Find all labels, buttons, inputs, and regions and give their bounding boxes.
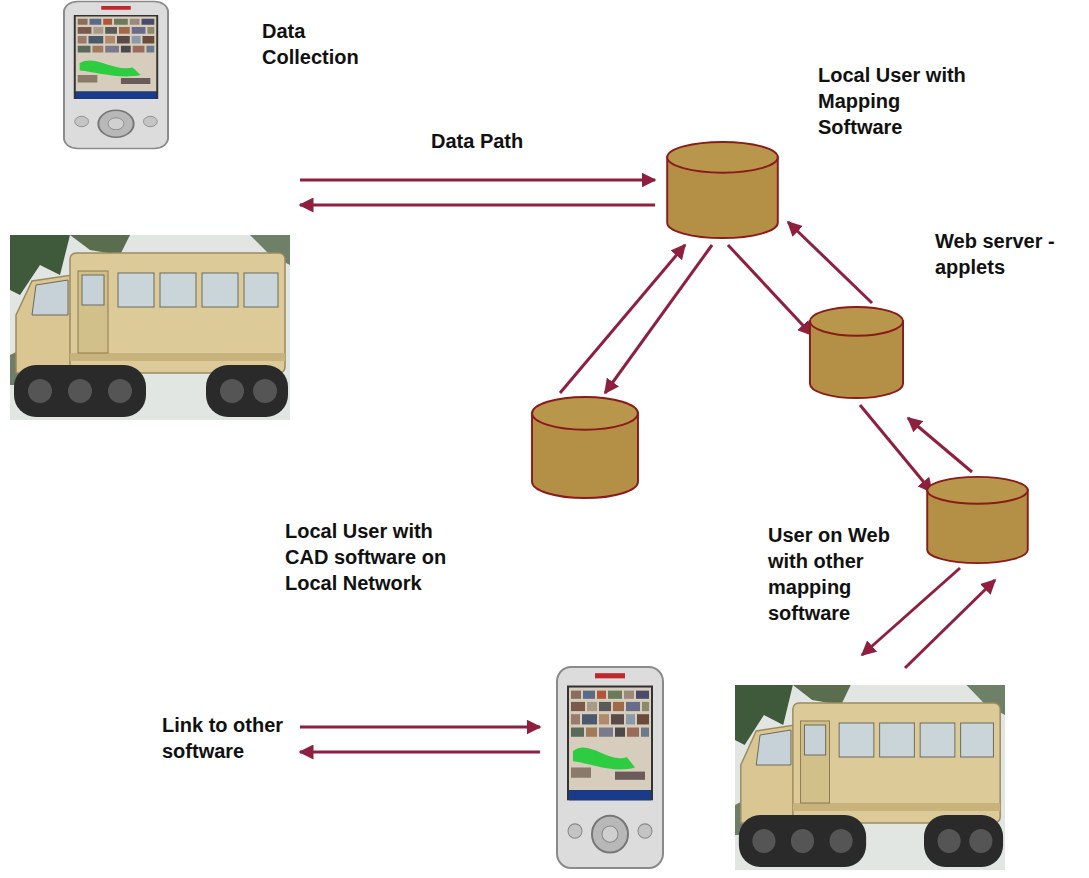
label-holder: Link to other software xyxy=(162,712,307,764)
database-cylinder: User on Web with other mapping software xyxy=(925,475,1030,565)
data-path-arrow xyxy=(300,204,655,207)
data-path-arrow xyxy=(860,405,932,492)
data-path-arrow xyxy=(728,245,812,335)
pda-device xyxy=(557,667,663,868)
edge-label: Data Path xyxy=(431,128,523,154)
node-label: Local User with Mapping Software xyxy=(818,62,990,140)
database-cylinder: Web server - applets xyxy=(808,305,905,400)
cylinder-outline xyxy=(925,475,1030,565)
node-label: Local User with CAD software on Local Ne… xyxy=(285,518,467,596)
link-arrow xyxy=(905,580,995,668)
label-holder: Data Path xyxy=(431,128,523,154)
pda-device xyxy=(64,2,168,149)
cylinder-outline xyxy=(808,305,905,400)
data-path-arrow xyxy=(908,418,972,472)
node-label: Data Collection xyxy=(262,18,380,70)
link-arrow xyxy=(862,568,960,655)
database-cylinder: Local User with CAD software on Local Ne… xyxy=(530,395,640,500)
data-path-arrow xyxy=(300,179,655,182)
data-path-arrow xyxy=(788,222,872,303)
free-label: Link to other software xyxy=(162,712,307,764)
database-cylinder: Local User with Mapping Software xyxy=(665,140,780,240)
cylinder-outline xyxy=(665,140,780,240)
node-label: Web server - applets xyxy=(935,228,1077,280)
tracked-vehicle xyxy=(10,235,290,420)
cylinder-outline xyxy=(530,395,640,500)
data-path-arrow xyxy=(560,245,685,393)
link-arrow xyxy=(300,751,540,754)
link-arrow xyxy=(300,726,540,729)
node-label: User on Web with other mapping software xyxy=(768,522,904,626)
tracked-vehicle xyxy=(735,685,1005,870)
data-collection-unit: Data Collection xyxy=(10,0,300,420)
